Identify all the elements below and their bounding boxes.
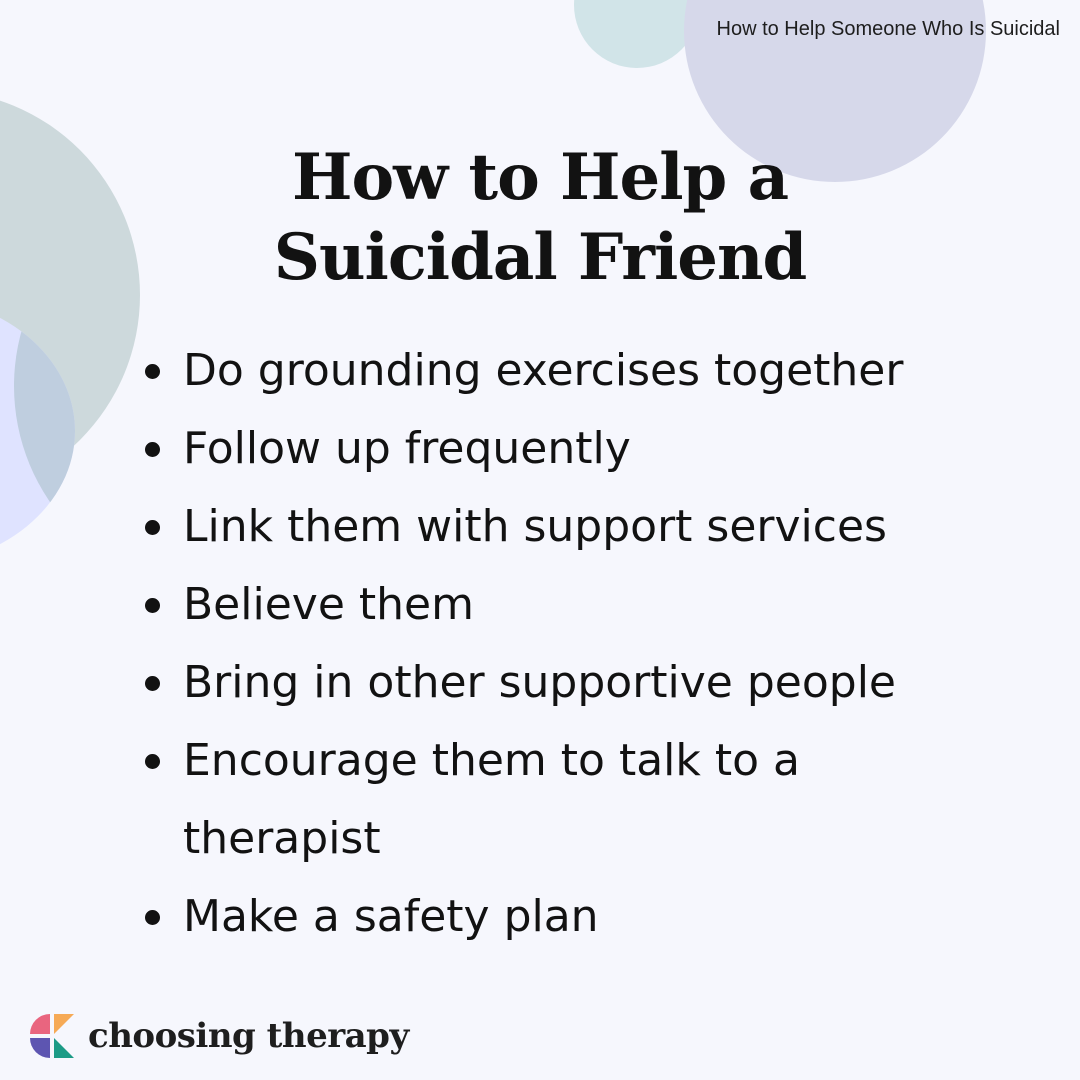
choosing-therapy-logo-icon (30, 1014, 74, 1058)
decorative-circle-top-small (574, 0, 700, 68)
list-item: Link them with support services (145, 488, 963, 566)
list-item: Do grounding exercises together (145, 332, 963, 410)
list-item: Encourage them to talk to a therapist (145, 722, 963, 878)
brand-logo: choosing therapy (28, 1012, 409, 1060)
list-item: Make a safety plan (145, 878, 963, 956)
tips-list: Do grounding exercises together Follow u… (145, 332, 963, 956)
brand-name: choosing therapy (88, 1016, 409, 1056)
article-label: How to Help Someone Who Is Suicidal (716, 18, 1061, 40)
list-item: Believe them (145, 566, 963, 644)
title-line-2: Suicidal Friend (273, 220, 808, 295)
list-item: Bring in other supportive people (145, 644, 963, 722)
list-item: Follow up frequently (145, 410, 963, 488)
page-title: How to Help a Suicidal Friend (140, 138, 940, 298)
title-line-1: How to Help a (291, 140, 789, 215)
